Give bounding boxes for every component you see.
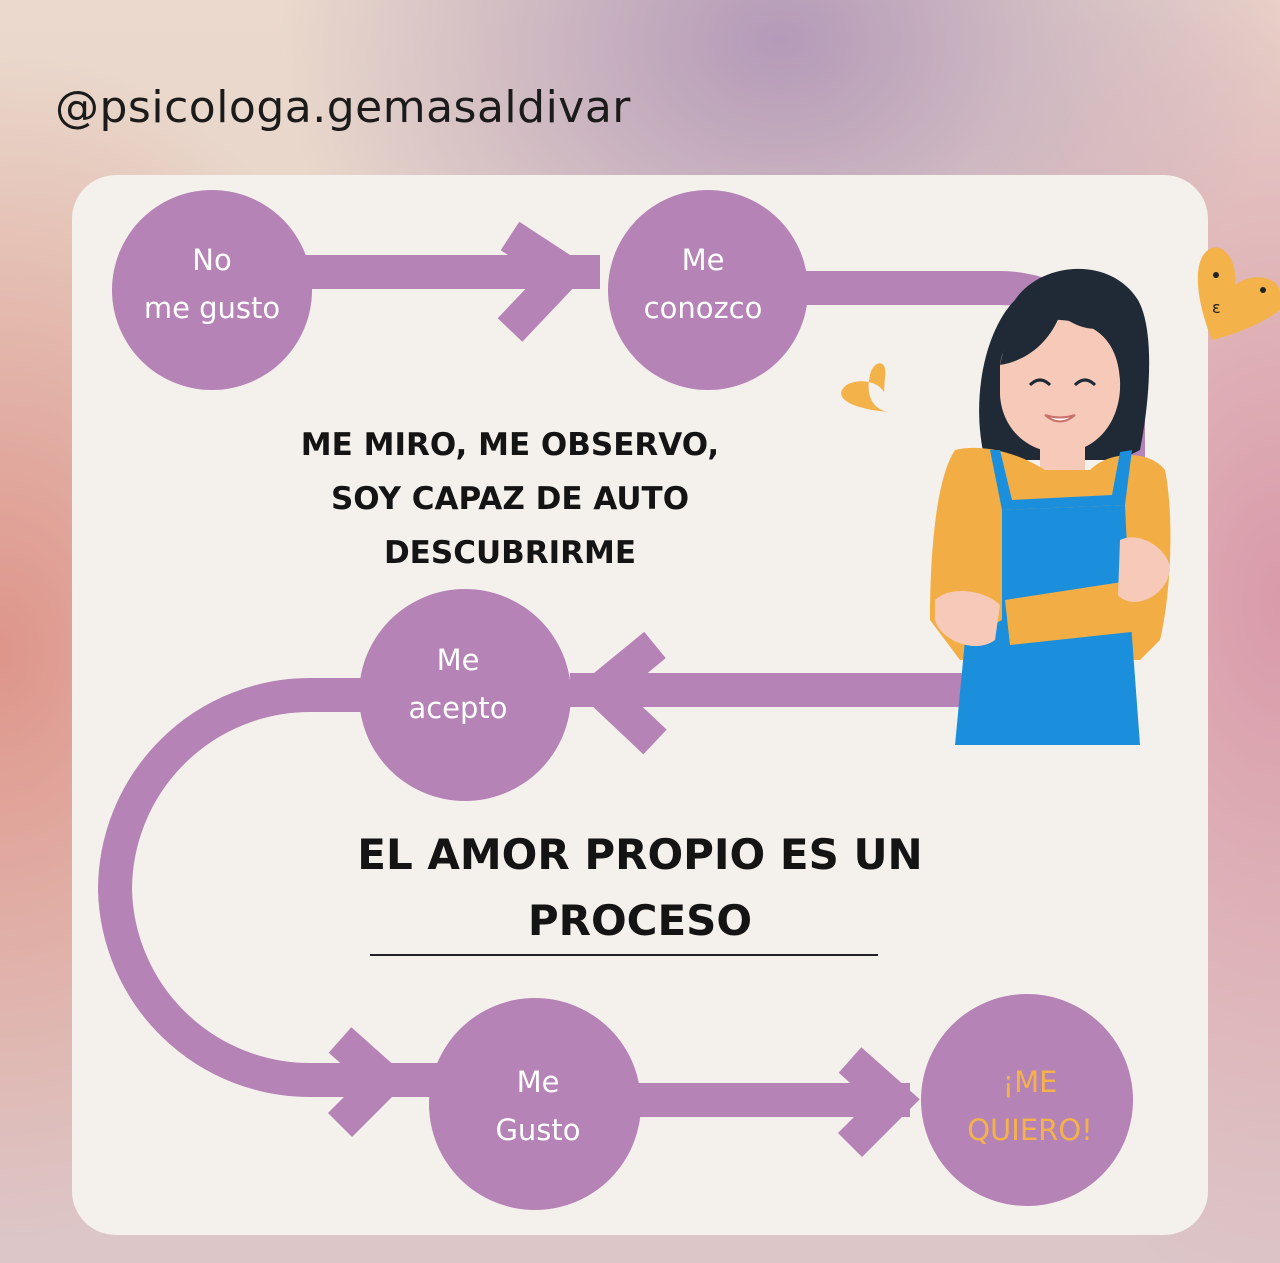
step-no-me-gusto: No me gusto xyxy=(112,236,312,332)
chevron-right-icon xyxy=(497,221,592,342)
chevron-left-icon xyxy=(574,631,667,755)
heart-icon xyxy=(841,363,888,412)
title-underline xyxy=(370,954,878,956)
step-label-line2: QUIERO! xyxy=(967,1113,1093,1147)
step-label-line2: acepto xyxy=(408,691,508,725)
step-label-line1: Me xyxy=(681,243,725,277)
step-me-quiero: ¡ME QUIERO! xyxy=(930,1058,1130,1154)
heart-face-icon: ε xyxy=(1197,247,1280,340)
step-label-line1: No xyxy=(192,243,232,277)
svg-text:ε: ε xyxy=(1212,298,1221,317)
step-circle-no-me-gusto xyxy=(112,190,312,390)
step-circle-me-conozco xyxy=(608,190,808,390)
step-circle-me-gusto xyxy=(429,998,641,1210)
woman-hugging-self-illustration xyxy=(930,268,1171,745)
caption-line: ME MIRO, ME OBSERVO, xyxy=(300,427,720,463)
step-label-line1: ¡ME xyxy=(1002,1065,1058,1099)
observe-caption: ME MIRO, ME OBSERVO, SOY CAPAZ DE AUTO D… xyxy=(250,418,770,580)
step-circle-me-quiero xyxy=(921,994,1133,1206)
step-label-line2: me gusto xyxy=(143,291,281,325)
step-circle-me-acepto xyxy=(359,589,571,801)
step-label-line2: conozco xyxy=(643,291,763,325)
title-line: EL AMOR PROPIO ES UN xyxy=(357,830,923,879)
caption-line: SOY CAPAZ DE AUTO xyxy=(330,481,690,517)
step-me-acepto: Me acepto xyxy=(358,636,558,732)
title-line: PROCESO xyxy=(527,896,753,945)
step-label-line2: Gusto xyxy=(495,1113,581,1147)
chevron-right-icon xyxy=(837,1047,920,1158)
step-label-line1: Me xyxy=(436,643,480,677)
step-me-conozco: Me conozco xyxy=(603,236,803,332)
instagram-handle: @psicologa.gemasaldivar xyxy=(55,82,631,133)
main-title: EL AMOR PROPIO ES UN PROCESO xyxy=(320,822,960,954)
connector-3-4 xyxy=(97,678,440,1097)
step-label-line1: Me xyxy=(516,1065,560,1099)
step-me-gusto: Me Gusto xyxy=(438,1058,638,1154)
caption-line: DESCUBRIRME xyxy=(383,535,637,571)
chevron-right-icon xyxy=(327,1027,410,1138)
